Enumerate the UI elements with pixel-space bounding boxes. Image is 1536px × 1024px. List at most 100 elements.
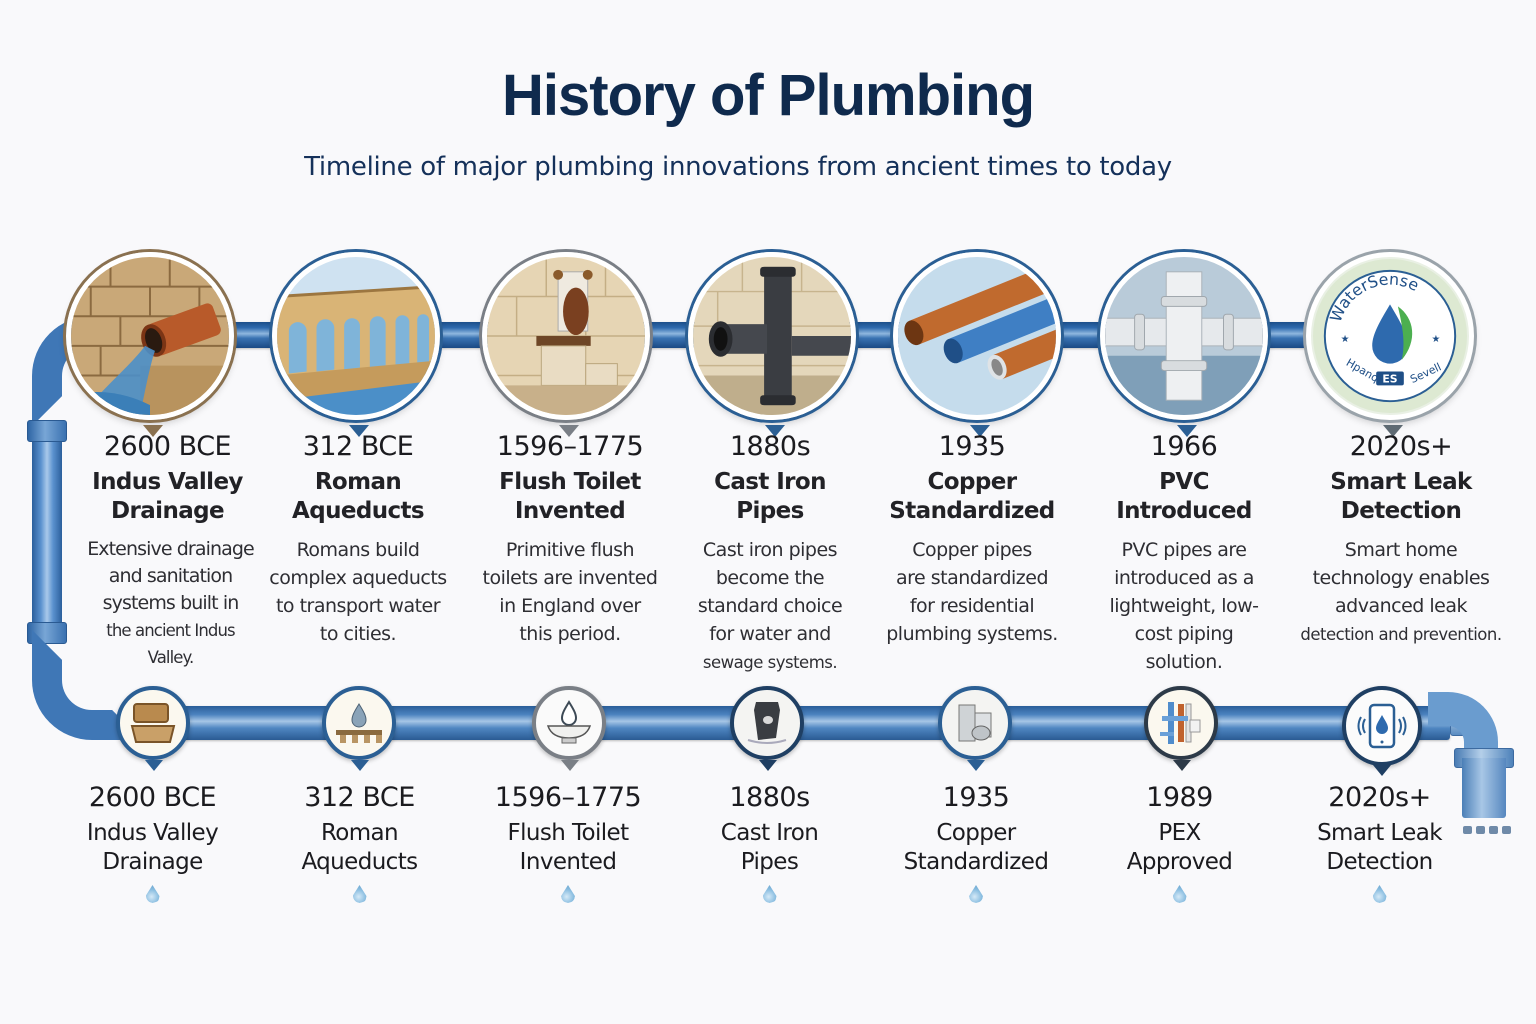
water-drop-icon xyxy=(969,885,983,903)
brick-icon xyxy=(116,686,190,760)
pvc-fitting-illustration xyxy=(1100,252,1268,420)
pointer xyxy=(967,760,985,771)
pointer xyxy=(970,425,990,437)
pointer xyxy=(765,425,785,437)
pex-pipes-icon xyxy=(1144,686,1218,760)
event-year: 2600 BCE xyxy=(88,782,217,813)
cast-iron-tee-icon xyxy=(693,257,851,415)
aqueduct-icon xyxy=(277,257,435,415)
copper-pipes-illustration xyxy=(893,252,1061,420)
pointer xyxy=(1383,425,1403,437)
svg-text:★: ★ xyxy=(1341,334,1350,345)
svg-text:★: ★ xyxy=(1431,334,1440,345)
event-year: 1935 xyxy=(938,431,1006,462)
water-drop-icon xyxy=(352,885,367,903)
water-drop-icon xyxy=(762,885,777,903)
watersense-badge: WaterSense ES Hpanq Sevell ★ ★ xyxy=(1306,252,1474,420)
stone-drain-pipe-icon xyxy=(71,257,229,415)
event-year: 1935 xyxy=(942,782,1010,813)
basin-drop-icon xyxy=(532,686,606,760)
page-title: History of Plumbing xyxy=(502,63,1035,128)
water-drop-icon xyxy=(1172,885,1187,903)
pointer xyxy=(559,425,579,437)
event-year: 1596–1775 xyxy=(494,782,642,813)
pointer xyxy=(143,425,163,437)
pvc-tee-icon xyxy=(1105,257,1263,415)
pointer xyxy=(349,425,369,437)
water-drop-icon xyxy=(561,885,575,903)
page-subtitle: Timeline of major plumbing innovations f… xyxy=(304,152,1172,182)
toilet-icon xyxy=(487,257,645,415)
cast-iron-pipe-illustration xyxy=(688,252,856,420)
left-vertical-pipe xyxy=(32,420,62,640)
event-year: 2020s+ xyxy=(1349,431,1453,462)
pointer xyxy=(1373,765,1391,776)
event-year: 312 BCE xyxy=(302,431,414,462)
watersense-logo-icon: WaterSense ES Hpanq Sevell ★ ★ xyxy=(1312,258,1468,414)
indus-drain-illustration xyxy=(66,252,234,420)
appliance-icon xyxy=(938,686,1012,760)
roman-aqueduct-illustration xyxy=(272,252,440,420)
pointer xyxy=(561,760,579,771)
event-year: 1596–1775 xyxy=(496,431,644,462)
pipe-outlet xyxy=(1462,758,1506,818)
water-drop-icon xyxy=(145,885,160,903)
event-year: 312 BCE xyxy=(304,782,415,813)
aqueduct-drop-icon xyxy=(322,686,396,760)
pointer xyxy=(1173,760,1191,771)
event-year: 2600 BCE xyxy=(103,431,232,462)
water-drop-icon xyxy=(1372,885,1387,903)
pointer xyxy=(351,760,369,771)
flush-toilet-illustration xyxy=(482,252,650,420)
event-year: 1989 xyxy=(1146,782,1213,813)
pointer xyxy=(759,760,777,771)
event-year: 2020s+ xyxy=(1328,782,1431,813)
water-drip-dots xyxy=(1463,826,1511,834)
pipe-collar xyxy=(27,420,67,442)
smartphone-leak-icon xyxy=(1342,686,1422,766)
pointer xyxy=(145,760,163,771)
pointer xyxy=(1177,425,1197,437)
copper-pipes-icon xyxy=(898,257,1056,415)
event-year: 1880s xyxy=(729,782,810,813)
event-year: 1880s xyxy=(729,431,811,462)
svg-text:ES: ES xyxy=(1382,372,1397,385)
iron-fitting-icon xyxy=(730,686,804,760)
event-year: 1966 xyxy=(1150,431,1218,462)
